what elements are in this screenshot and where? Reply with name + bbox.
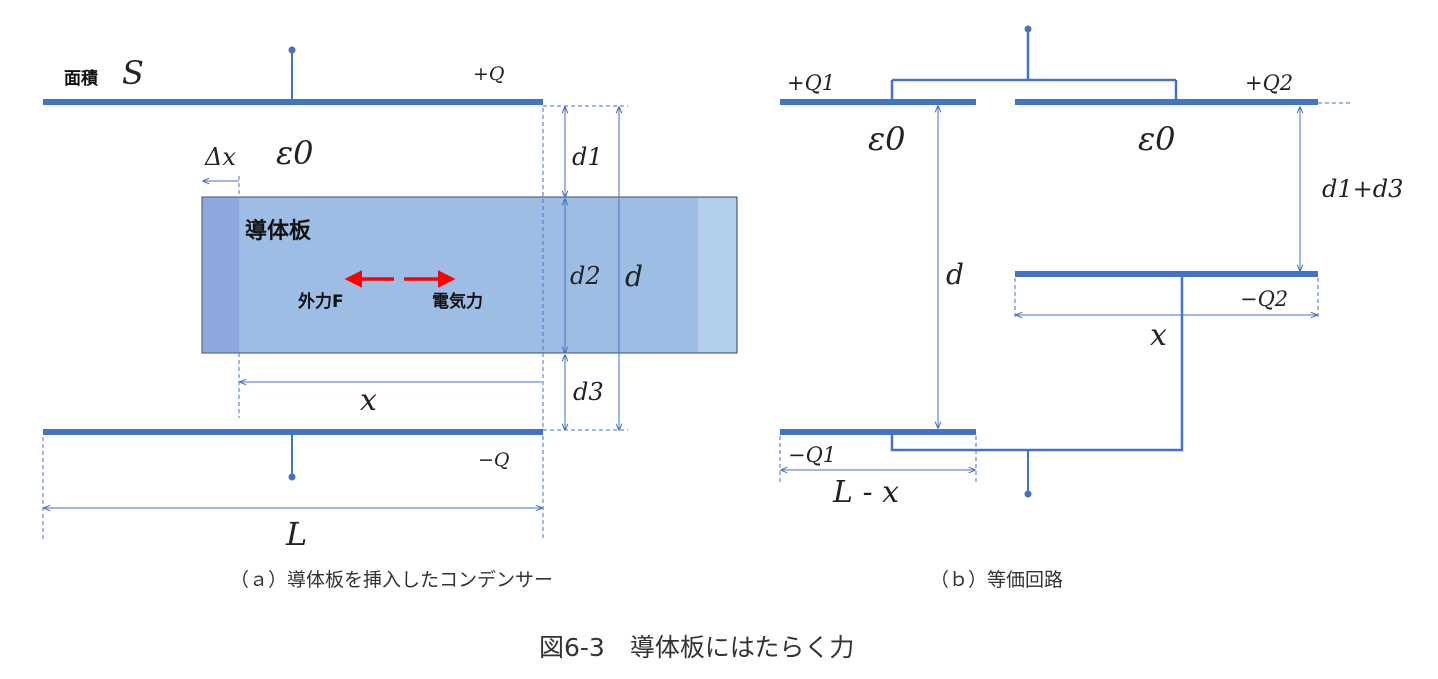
epsilon-label: ε0 xyxy=(276,134,314,172)
b-charge-q2-bottom: −Q2 xyxy=(1240,287,1288,311)
x-label: x xyxy=(360,383,377,418)
b-epsilon-left: ε0 xyxy=(868,120,906,158)
b-bottom-wiring xyxy=(890,274,1184,452)
caption-b: （ｂ）等価回路 xyxy=(930,569,1063,591)
area-symbol: S xyxy=(122,54,144,92)
d3-label: d3 xyxy=(573,378,604,406)
d2-label: d2 xyxy=(570,262,601,290)
charge-bottom: −Q xyxy=(478,449,510,471)
b-L-minus-x-label: L - x xyxy=(832,475,899,510)
b-x-label: x xyxy=(1150,318,1167,353)
top-terminal xyxy=(288,46,296,54)
b-d1d3-label: d1+d3 xyxy=(1322,175,1403,203)
b-charge-q1-bottom: −Q1 xyxy=(788,443,836,467)
b-charge-q2-top: +Q2 xyxy=(1245,71,1293,95)
external-force-label: 外力F xyxy=(298,291,344,312)
conductor-plate xyxy=(201,196,738,354)
b-d-label: d xyxy=(946,258,964,291)
b-top-wiring xyxy=(890,29,1178,102)
b-charge-q1-top: +Q1 xyxy=(787,71,835,95)
d1-label: d1 xyxy=(572,143,603,171)
L-label: L xyxy=(285,515,307,553)
charge-top: +Q xyxy=(473,63,505,85)
conductor-plate-right-strip xyxy=(698,198,736,352)
panel-b: +Q1 +Q2 ε0 ε0 d d1+d3 −Q2 x −Q1 L - x （ｂ… xyxy=(779,25,1403,591)
delta-x-label: Δx xyxy=(204,143,236,171)
panel-a: 面積 S +Q ε0 Δx 導体板 外力F 電気力 d1 d2 d3 d xyxy=(42,46,738,591)
bottom-terminal xyxy=(288,473,296,481)
caption-a: （ａ）導体板を挿入したコンデンサー xyxy=(230,569,553,591)
conductor-label: 導体板 xyxy=(245,218,312,244)
figure-caption: 図6-3 導体板にはたらく力 xyxy=(539,633,854,662)
d-label: d xyxy=(625,260,643,293)
b-bottom-terminal xyxy=(1024,490,1032,498)
electric-force-label: 電気力 xyxy=(432,291,483,312)
area-label: 面積 xyxy=(64,68,99,89)
conductor-plate-left-strip xyxy=(203,198,239,352)
b-epsilon-right: ε0 xyxy=(1138,120,1176,158)
